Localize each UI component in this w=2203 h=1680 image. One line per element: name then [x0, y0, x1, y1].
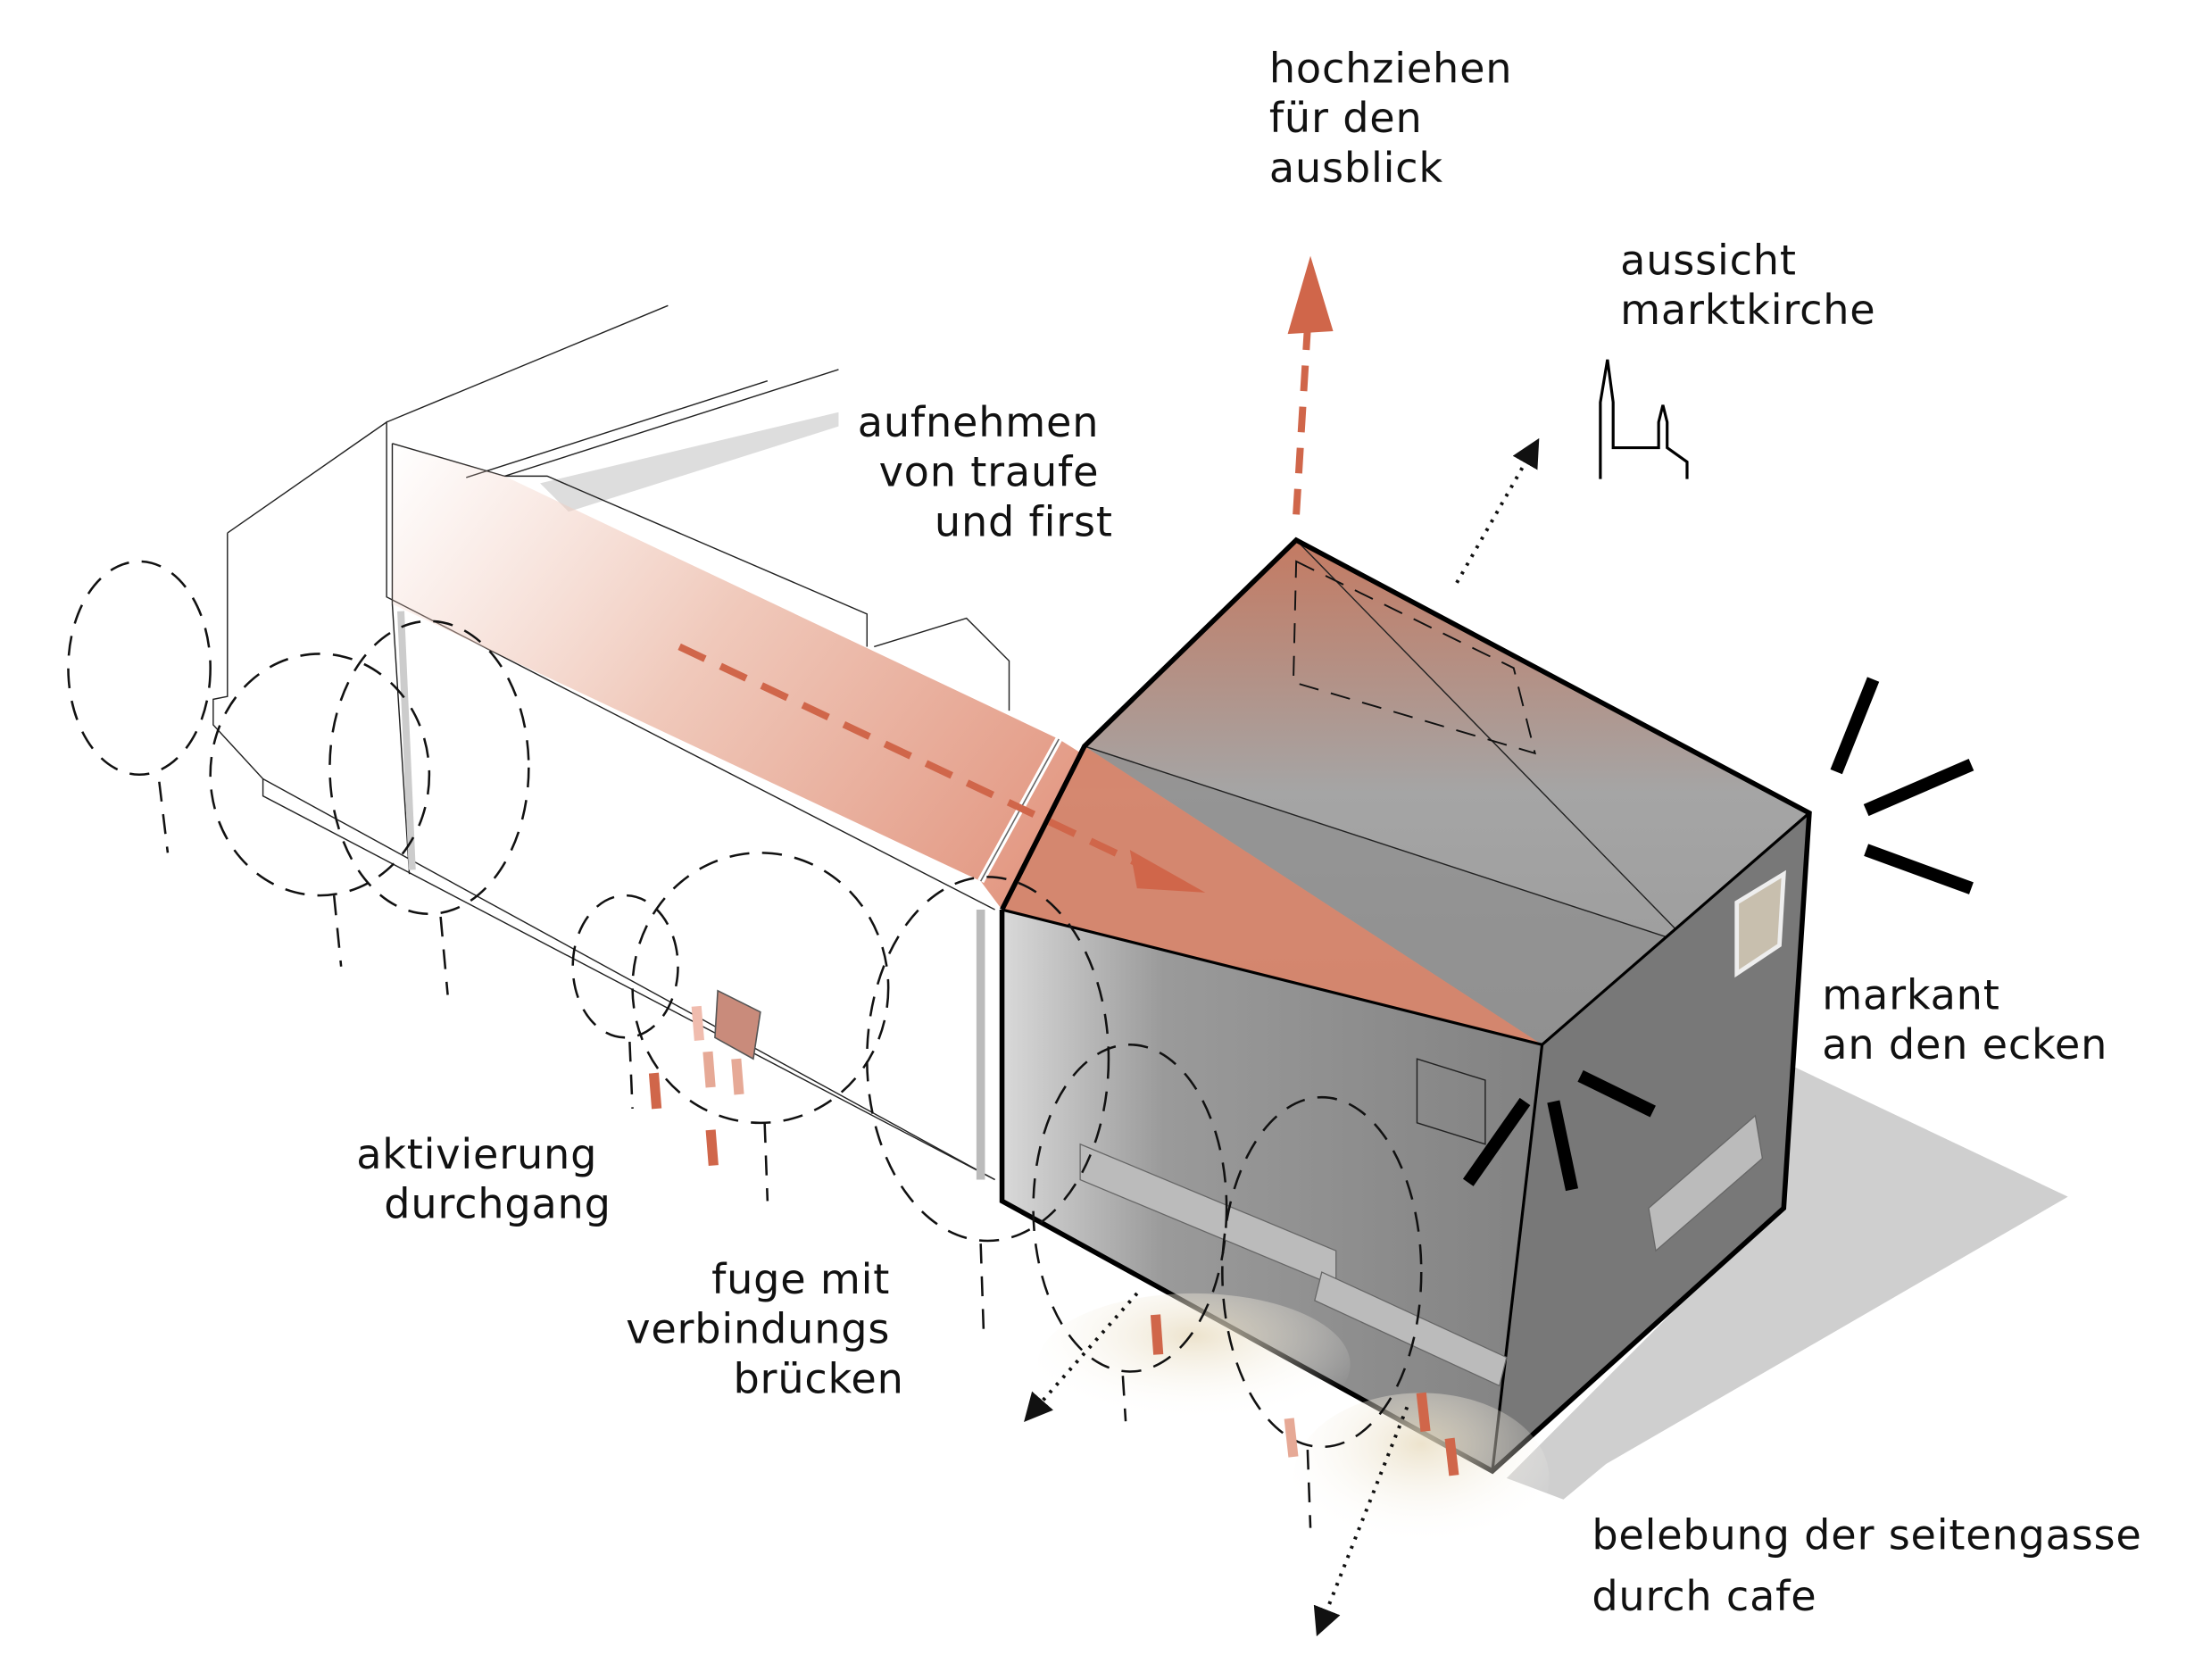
beam-arrow [678, 643, 1153, 874]
label-belebung: belebung der seitengasse durch cafe [1592, 1511, 2156, 1620]
up-arrow [1293, 326, 1311, 515]
label-hochziehen: hochziehen für den ausblick [1269, 44, 1526, 191]
existing-buildings [212, 304, 1010, 1181]
trees [67, 560, 1423, 1528]
passage-arrow [1024, 1292, 1139, 1423]
label-aufnehmen: aufnehmen von traufe und first [858, 398, 1113, 545]
stairs [1079, 1114, 1764, 1387]
cube-right-face [1492, 812, 1809, 1471]
view-arrow [1455, 437, 1540, 584]
new-building-cube [999, 536, 1812, 1475]
corner-marks [1462, 677, 1974, 1192]
cube-shadow [1506, 1052, 2068, 1500]
label-markant: markant an den ecken [1822, 970, 2107, 1069]
label-aussicht: aussicht marktkirche [1620, 236, 1875, 334]
label-aktivierung: aktivierung durchgang [356, 1130, 611, 1228]
activity-marks [648, 989, 1459, 1476]
label-fuge: fuge mit verbindungs brücken [626, 1255, 903, 1402]
church-icon [1599, 359, 1689, 479]
